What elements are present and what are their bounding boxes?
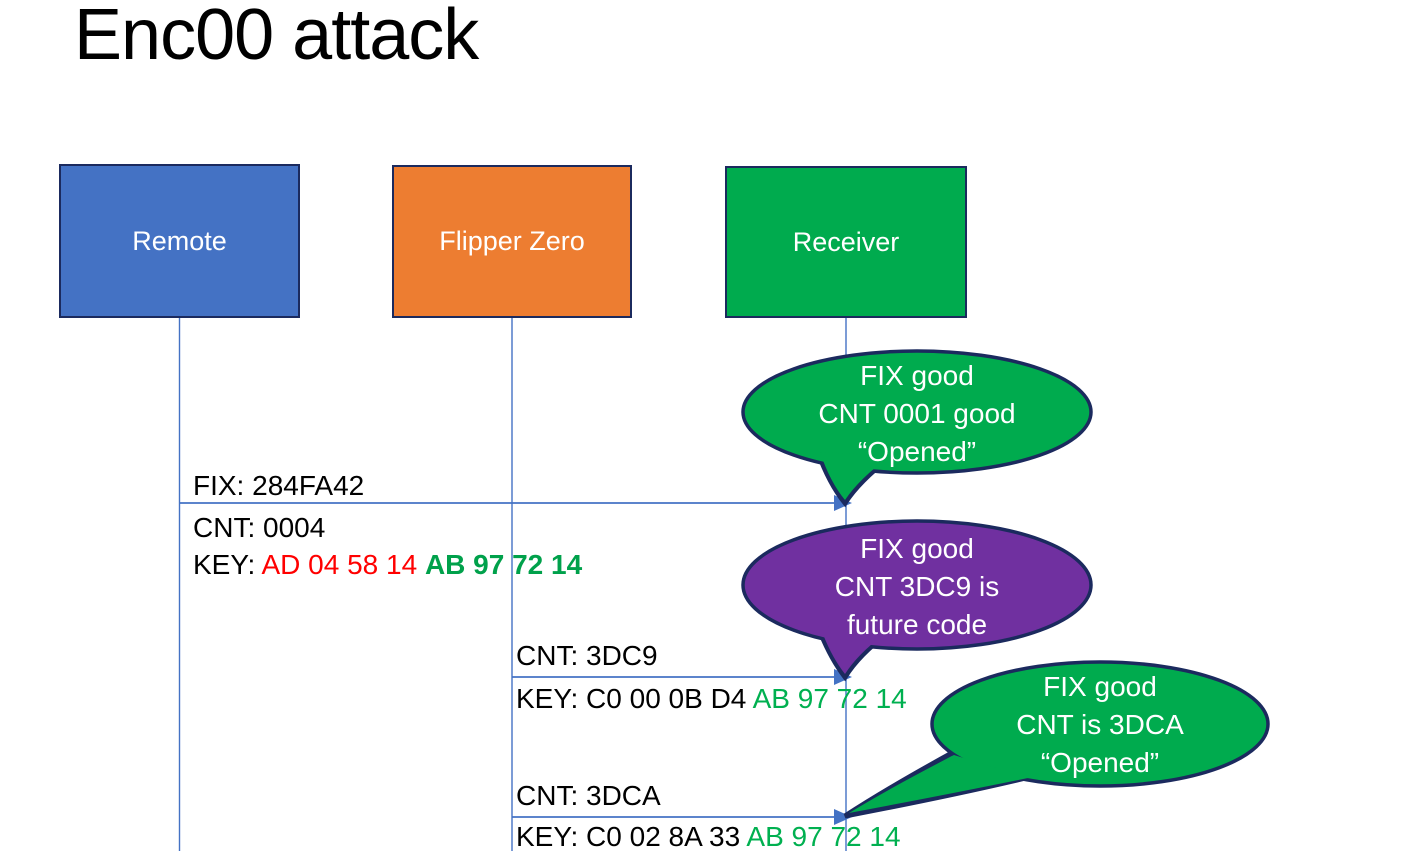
msg2-cnt-label: CNT: 3DC9 xyxy=(516,640,658,671)
msg2-key-label: KEY: C0 00 0B D4 AB 97 72 14 xyxy=(516,683,907,715)
actor-box-flipper-zero: Flipper Zero xyxy=(392,165,632,318)
speech-bubble-future-code xyxy=(741,519,1093,682)
actor-label-remote: Remote xyxy=(132,225,227,256)
actor-box-remote: Remote xyxy=(59,164,300,318)
actor-label-flipper-zero: Flipper Zero xyxy=(439,226,585,256)
bubble2-line2: CNT 3DC9 is xyxy=(834,571,1000,602)
speech-bubble-opened-1 xyxy=(741,349,1093,508)
bubble3-line3: “Opened” xyxy=(1040,747,1160,778)
bubble1-line3: “Opened” xyxy=(857,436,977,467)
msg1-key-green-bytes: AB 97 72 14 xyxy=(424,549,583,580)
bubble3-line1: FIX good xyxy=(1043,671,1157,702)
bubble3-text: FIX good CNT is 3DCA “Opened” xyxy=(925,668,1275,782)
msg3-key-green-bytes: AB 97 72 14 xyxy=(746,821,901,852)
bubble1-text: FIX good CNT 0001 good “Opened” xyxy=(742,357,1092,471)
bubble2-line1: FIX good xyxy=(860,533,974,564)
bubble1-line2: CNT 0001 good xyxy=(818,398,1016,429)
msg2-key-plain-bytes: C0 00 0B D4 xyxy=(586,683,753,714)
msg3-key-label: KEY: C0 02 8A 33 AB 97 72 14 xyxy=(516,821,901,853)
msg2-key-prefix: KEY: xyxy=(516,683,587,714)
bubble3-line2: CNT is 3DCA xyxy=(1016,709,1184,740)
msg1-fix-label: FIX: 284FA42 xyxy=(193,470,365,501)
actor-label-receiver: Receiver xyxy=(792,226,900,257)
msg1-cnt-label: CNT: 0004 xyxy=(193,512,326,543)
bubble2-text: FIX good CNT 3DC9 is future code xyxy=(742,530,1092,644)
msg3-cnt-label: CNT: 3DCA xyxy=(516,780,661,811)
bubble1-line1: FIX good xyxy=(860,360,974,391)
msg3-key-plain-bytes: C0 02 8A 33 xyxy=(586,821,747,852)
arrowhead-icon xyxy=(834,809,852,825)
msg3-key-prefix: KEY: xyxy=(516,821,587,852)
msg1-key-label: KEY: AD 04 58 14 AB 97 72 14 xyxy=(193,549,582,581)
speech-bubble-opened-2 xyxy=(843,660,1270,819)
msg1-key-prefix: KEY: xyxy=(193,549,262,580)
bubble2-line3: future code xyxy=(846,609,988,640)
msg2-key-green-bytes: AB 97 72 14 xyxy=(752,683,907,714)
msg1-key-red-bytes: AD 04 58 14 xyxy=(261,549,425,580)
actor-box-receiver: Receiver xyxy=(725,166,967,318)
arrow-flipper-to-receiver-2 xyxy=(512,809,852,825)
page-title: Enc00 attack xyxy=(74,0,479,75)
